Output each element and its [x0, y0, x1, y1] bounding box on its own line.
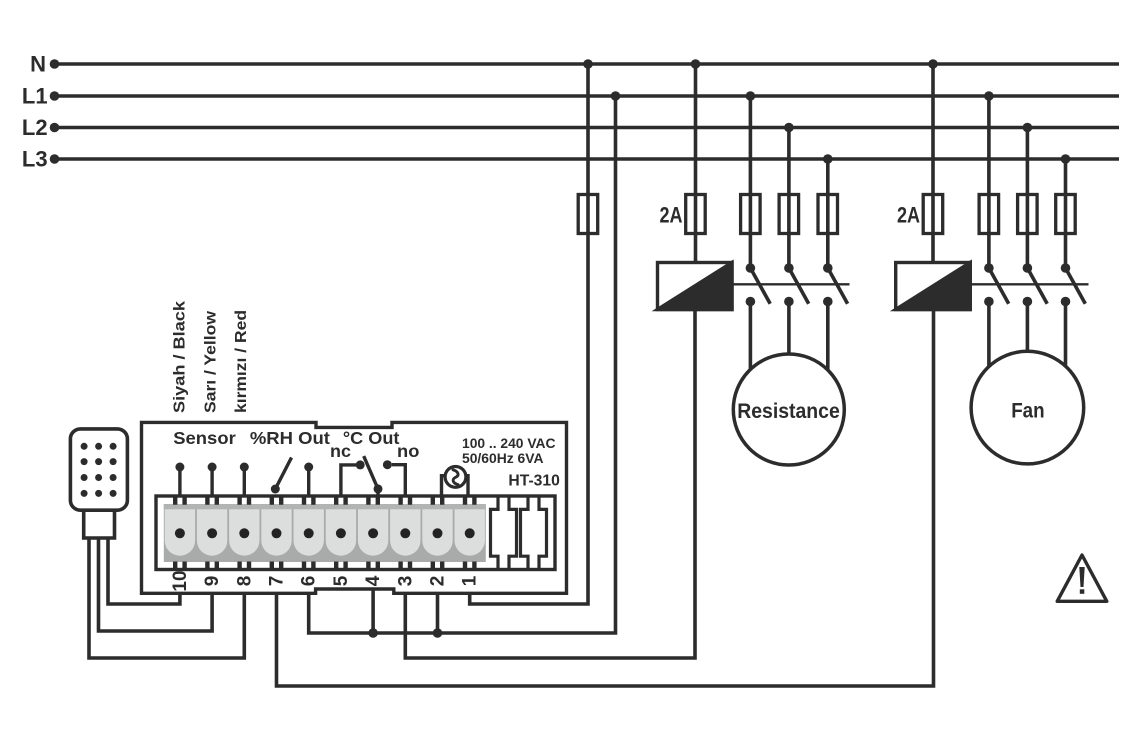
svg-text:10: 10 [170, 570, 191, 591]
svg-text:4: 4 [363, 575, 384, 586]
svg-text:%RH Out: %RH Out [250, 428, 330, 448]
svg-text:2A: 2A [660, 203, 683, 228]
svg-text:7: 7 [267, 576, 288, 587]
svg-text:Sensor: Sensor [173, 428, 236, 448]
svg-text:50/60Hz 6VA: 50/60Hz 6VA [462, 451, 544, 467]
svg-text:nc: nc [330, 441, 351, 461]
svg-text:8: 8 [234, 576, 255, 587]
svg-text:Fan: Fan [1011, 400, 1044, 423]
svg-text:2A: 2A [897, 203, 920, 228]
svg-text:5: 5 [331, 575, 352, 586]
svg-text:L3: L3 [22, 147, 48, 172]
svg-text:3: 3 [395, 576, 416, 587]
svg-text:no: no [397, 441, 419, 461]
svg-text:1: 1 [460, 575, 481, 586]
svg-text:2: 2 [428, 576, 449, 587]
svg-text:kırmızı / Red: kırmızı / Red [233, 310, 250, 413]
svg-text:9: 9 [202, 576, 223, 587]
svg-text:N: N [30, 52, 46, 77]
svg-text:Resistance: Resistance [737, 400, 840, 423]
svg-text:Sarı / Yellow: Sarı / Yellow [203, 310, 220, 413]
svg-text:6: 6 [299, 576, 320, 587]
svg-text:Siyah / Black: Siyah / Black [172, 301, 189, 413]
svg-text:HT-310: HT-310 [508, 473, 559, 490]
svg-text:100 .. 240 VAC: 100 .. 240 VAC [462, 436, 556, 452]
svg-text:°C Out: °C Out [343, 428, 400, 448]
svg-text:L2: L2 [22, 115, 48, 140]
svg-text:L1: L1 [22, 84, 48, 109]
